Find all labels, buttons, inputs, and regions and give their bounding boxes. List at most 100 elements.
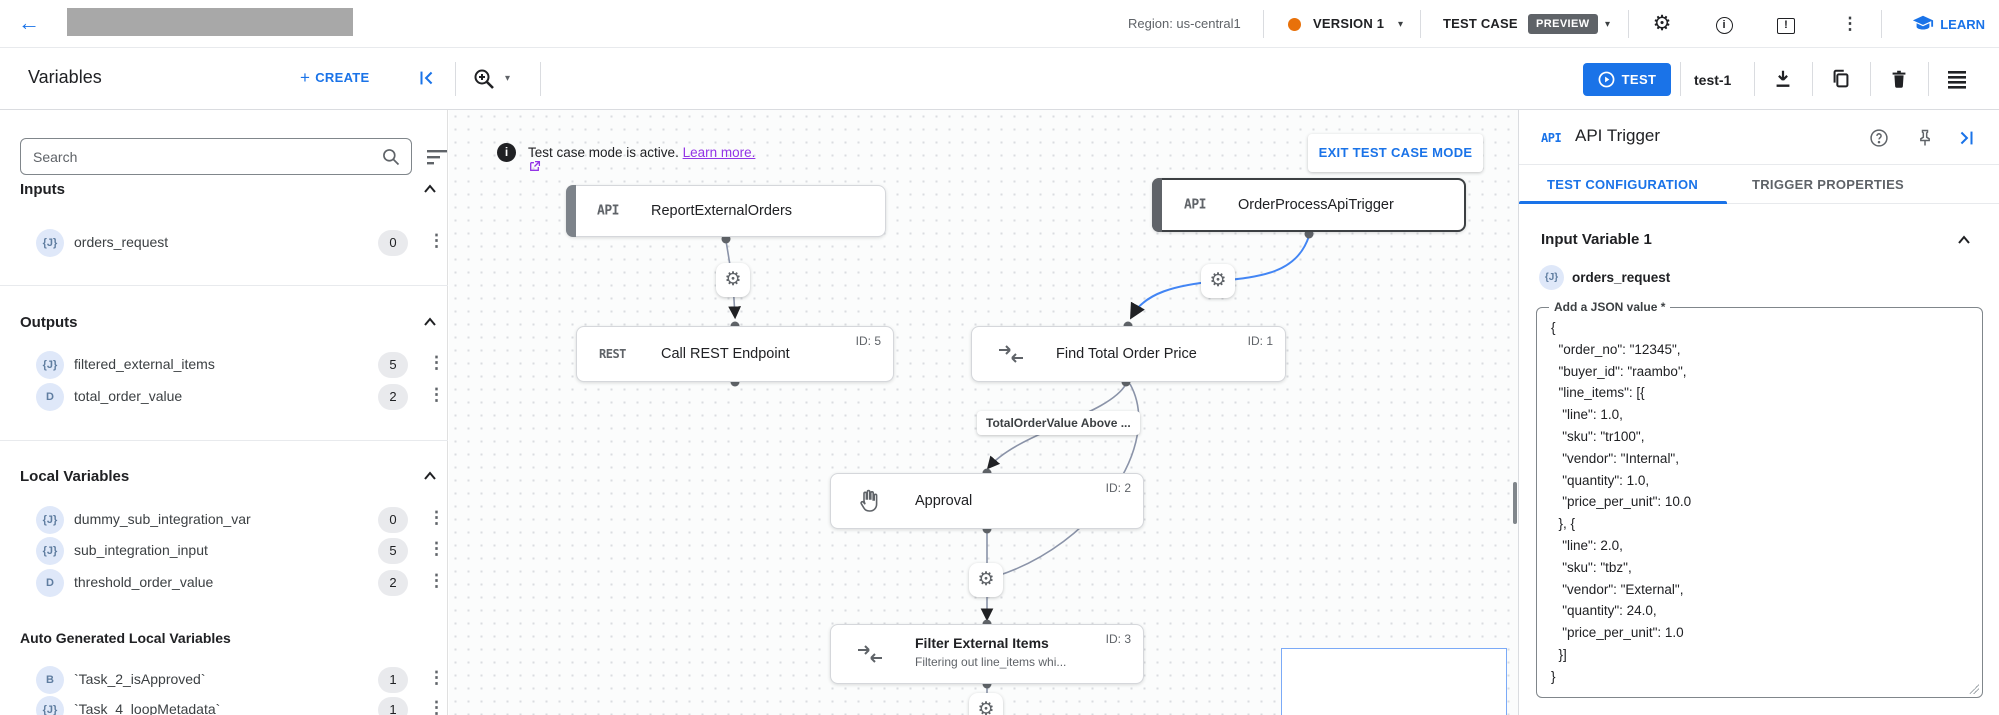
row-menu-icon[interactable]: ⋮ (428, 508, 445, 527)
resize-handle[interactable] (1969, 684, 1979, 694)
help-icon[interactable] (1869, 128, 1889, 148)
learn-more-link[interactable]: Learn more. (682, 145, 756, 160)
edge-gear-icon[interactable]: ⚙ (969, 693, 1003, 715)
test-case-name[interactable]: test-1 (1694, 72, 1732, 88)
divider (1519, 164, 1999, 165)
divider (0, 440, 448, 441)
search-input[interactable] (33, 140, 373, 173)
edge-gear-icon[interactable]: ⚙ (716, 263, 750, 297)
edge-gear-icon[interactable]: ⚙ (1201, 264, 1235, 298)
test-button[interactable]: TEST (1583, 63, 1671, 96)
zoom-in-icon[interactable] (472, 67, 496, 91)
edge-gear-icon[interactable]: ⚙ (969, 563, 1003, 597)
api-trigger-config-panel: API API Trigger TEST CONFIGURATION TRIGG… (1518, 110, 1999, 715)
variable-row[interactable]: {J} orders_request 0 ⋮ (0, 228, 448, 258)
edge-condition-label[interactable]: TotalOrderValue Above ... (977, 411, 1140, 435)
node-find-total-order-price[interactable]: Find Total Order Price ID: 1 (971, 326, 1286, 382)
row-menu-icon[interactable]: ⋮ (428, 668, 445, 687)
node-subtitle: Filtering out line_items whi... (915, 655, 1067, 669)
collapse-local-icon[interactable] (423, 471, 437, 481)
collapse-panel-icon[interactable] (416, 67, 438, 89)
variable-row[interactable]: {J} sub_integration_input 5 ⋮ (0, 536, 448, 566)
collapse-outputs-icon[interactable] (423, 317, 437, 327)
variable-row[interactable]: B `Task_2_isApproved` 1 ⋮ (0, 665, 448, 695)
collapse-right-panel-icon[interactable] (1955, 127, 1977, 149)
row-menu-icon[interactable]: ⋮ (428, 353, 445, 372)
collapse-inputs-icon[interactable] (423, 184, 437, 194)
version-caret-icon[interactable]: ▾ (1398, 19, 1404, 30)
json-type-icon: {J} (36, 229, 64, 257)
more-vert-icon[interactable]: ⋮ (1841, 14, 1859, 33)
graduation-cap-icon (1912, 13, 1934, 35)
double-type-icon: D (36, 383, 64, 411)
row-menu-icon[interactable]: ⋮ (428, 231, 445, 250)
row-menu-icon[interactable]: ⋮ (428, 698, 445, 715)
json-value-textarea[interactable]: { "order_no": "12345", "buyer_id": "raam… (1551, 320, 1692, 684)
json-type-icon: {J} (36, 506, 64, 534)
canvas-scrollbar-thumb[interactable] (1513, 482, 1517, 524)
learn-button[interactable]: LEARN (1912, 0, 1985, 48)
tab-test-configuration[interactable]: TEST CONFIGURATION (1547, 177, 1699, 192)
exit-test-case-mode-button[interactable]: EXIT TEST CASE MODE (1308, 134, 1483, 172)
banner-info-icon: i (497, 143, 516, 162)
inputs-section-title: Inputs (20, 181, 65, 198)
menu-lines-icon[interactable] (1946, 69, 1968, 89)
copy-icon[interactable] (1830, 68, 1852, 90)
divider (1628, 10, 1629, 38)
node-call-rest-endpoint[interactable]: REST Call REST Endpoint ID: 5 (576, 326, 894, 382)
row-menu-icon[interactable]: ⋮ (428, 539, 445, 558)
node-report-external-orders[interactable]: API ReportExternalOrders (566, 185, 886, 237)
variables-panel-title: Variables (28, 67, 102, 87)
auto-generated-section-title: Auto Generated Local Variables (20, 630, 231, 646)
version-label[interactable]: VERSION 1 (1313, 16, 1385, 31)
region-label: Region: us-central1 (1128, 16, 1241, 31)
node-approval[interactable]: Approval ID: 2 (830, 473, 1144, 529)
test-mode-banner-text: Test case mode is active. Learn more. (528, 145, 755, 173)
create-variable-button[interactable]: +CREATE (300, 68, 370, 87)
approval-hand-icon (860, 489, 878, 512)
delete-icon[interactable] (1888, 68, 1910, 90)
variable-row[interactable]: {J} dummy_sub_integration_var 0 ⋮ (0, 505, 448, 535)
info-icon[interactable]: i (1710, 10, 1738, 38)
sort-icon[interactable] (426, 148, 448, 166)
node-order-process-api-trigger[interactable]: API OrderProcessApiTrigger (1152, 178, 1466, 232)
tab-trigger-properties[interactable]: TRIGGER PROPERTIES (1752, 177, 1905, 192)
node-filter-external-items[interactable]: Filter External Items Filtering out line… (830, 624, 1144, 684)
rest-task-icon: REST (599, 347, 626, 361)
row-menu-icon[interactable]: ⋮ (428, 385, 445, 404)
node-id-label: ID: 5 (855, 334, 881, 348)
divider (1420, 10, 1421, 38)
divider (1680, 62, 1681, 96)
download-icon[interactable] (1772, 68, 1794, 90)
input-variable-name: orders_request (1572, 270, 1671, 285)
test-case-caret-icon[interactable]: ▾ (1605, 19, 1611, 30)
back-arrow-icon[interactable]: ← (18, 10, 40, 35)
divider (1754, 62, 1755, 96)
settings-gear-icon[interactable]: ⚙ (1652, 12, 1672, 35)
api-trigger-icon: API (1184, 197, 1206, 213)
learn-label: LEARN (1940, 16, 1985, 32)
variable-row[interactable]: D total_order_value 2 ⋮ (0, 382, 448, 412)
collapse-section-icon[interactable] (1957, 235, 1971, 245)
divider (0, 285, 448, 286)
note-rectangle[interactable] (1281, 648, 1507, 715)
search-icon (383, 149, 400, 166)
usage-count-badge: 5 (378, 352, 408, 378)
variable-row[interactable]: {J} `Task_4_loopMetadata` 1 ⋮ (0, 695, 448, 715)
divider (540, 62, 541, 96)
variable-row[interactable]: {J} filtered_external_items 5 ⋮ (0, 350, 448, 380)
pin-icon[interactable] (1915, 128, 1935, 148)
usage-count-badge: 2 (378, 384, 408, 410)
row-menu-icon[interactable]: ⋮ (428, 571, 445, 590)
variable-row[interactable]: D threshold_order_value 2 ⋮ (0, 568, 448, 598)
json-value-field: Add a JSON value * { "order_no": "12345"… (1536, 300, 1983, 698)
integration-canvas[interactable]: i Test case mode is active. Learn more. … (449, 110, 1518, 715)
trigger-accent-bar (566, 185, 576, 237)
input-variable-section-title: Input Variable 1 (1541, 231, 1652, 248)
divider (1519, 203, 1999, 204)
zoom-dropdown-caret-icon[interactable]: ▾ (505, 73, 511, 84)
variables-sidebar: Inputs {J} orders_request 0 ⋮ Outputs {J… (0, 110, 448, 715)
feedback-icon[interactable]: ! (1772, 10, 1800, 38)
app-bar: ← Region: us-central1 VERSION 1 ▾ TEST C… (0, 0, 1999, 48)
